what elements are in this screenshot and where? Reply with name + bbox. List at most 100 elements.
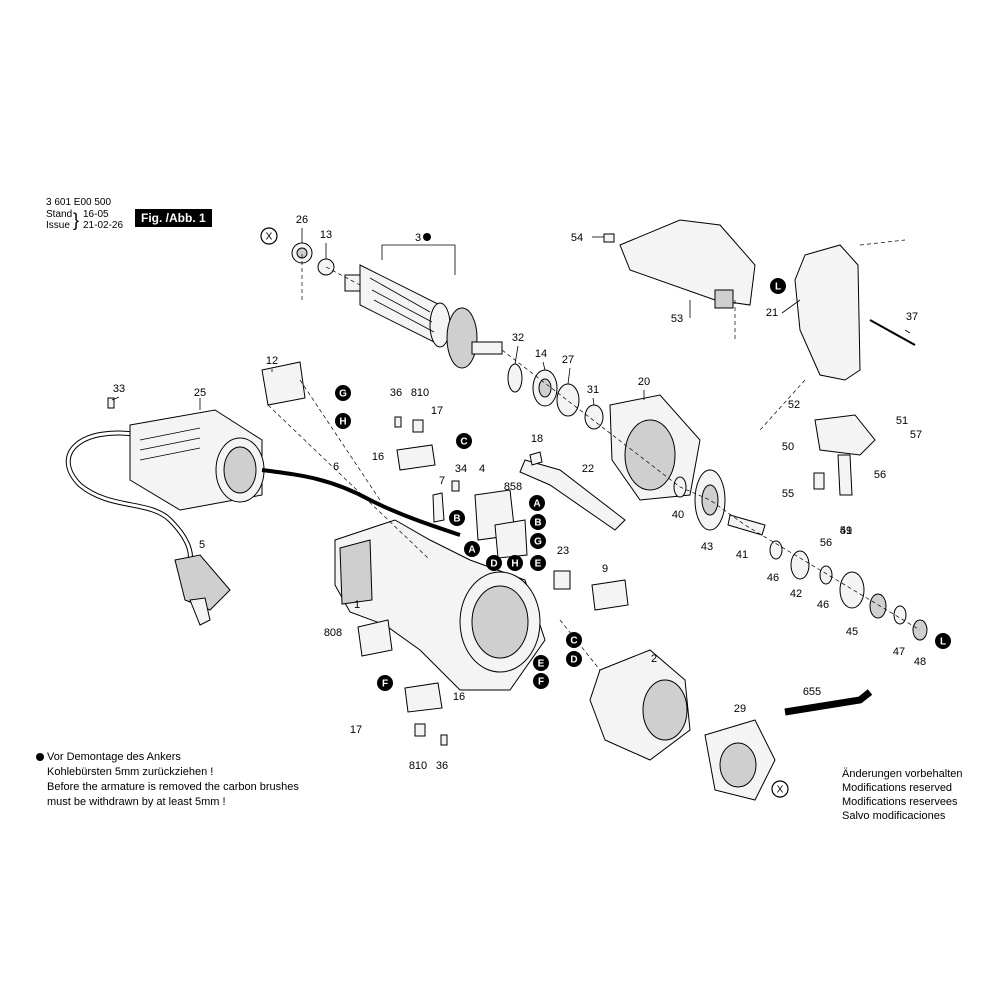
modifications-en: Modifications reserved [842,782,953,794]
clip-7 [432,492,445,523]
switch-858 [494,519,528,559]
marker-a-circle [464,541,480,557]
marker-f-circle [533,673,549,689]
part-label-36: 36 [390,387,402,399]
marker-d-letter: D [490,559,497,570]
label-808 [357,619,393,657]
marker-a-circle [529,495,545,511]
part-label-22: 22 [582,463,594,475]
issue-label: Issue [46,220,70,231]
ring-32 [507,363,523,393]
part-label-17: 17 [431,405,443,417]
marker-g-letter: G [534,537,542,548]
footnote-line-2: Kohlebürsten 5mm zurückziehen ! [47,766,214,778]
part-label-45: 45 [846,626,858,638]
part-label-27: 27 [562,354,574,366]
cable-6 [261,468,461,537]
part-label-34: 34 [455,463,467,475]
part-label-32: 32 [512,332,524,344]
part-label-810: 810 [409,760,427,772]
blade-guard-53 [619,219,756,309]
marker-c-letter: C [460,437,467,448]
marker-h-circle [335,413,351,429]
footnote-line-3: Before the armature is removed the carbo… [47,781,299,793]
part-label-46: 46 [817,599,829,611]
part-label-55: 55 [782,488,794,500]
marker-e-letter: E [535,559,542,570]
footnote-bullet [36,753,44,761]
part-label-5: 5 [199,539,205,551]
marker-h-letter: H [511,559,518,570]
part-label-50: 50 [782,441,794,453]
screw-54 [603,233,615,243]
spindle-41 [727,514,766,536]
part-label-17: 17 [350,724,362,736]
marker-x-letter: X [266,232,273,243]
part-label-2: 2 [651,653,657,665]
part-label-47: 47 [893,646,905,658]
part-label-808: 808 [324,627,342,639]
marker-d-circle [566,651,582,667]
marker-f-circle [377,675,393,691]
marker-a-letter: A [533,499,540,510]
part-label-858: 858 [504,481,522,493]
marker-l-letter: L [940,637,946,648]
modifications-fr: Modifications reservees [842,796,958,808]
marker-x-letter: X [777,785,784,796]
footnote: Vor Demontage des Ankers Kohlebürsten 5m… [47,750,299,810]
brace-glyph: } [73,210,80,230]
part-label-16: 16 [453,691,465,703]
part-label-9: 9 [602,563,608,575]
part-label-20: 20 [638,376,650,388]
hex-key-655 [784,689,873,716]
marker-b-circle [449,510,465,526]
part-label-13: 13 [320,229,332,241]
part-label-21: 21 [766,307,778,319]
part-label-810: 810 [411,387,429,399]
part-label-52: 52 [788,399,800,411]
marker-f-letter: F [382,679,388,690]
part-label-3: 3 [415,232,421,244]
part-label-51: 51 [840,525,852,537]
part-label-46: 46 [767,572,779,584]
part-label-41: 41 [736,549,748,561]
brush-holder-16-upper [396,444,436,471]
lock-50 [814,414,876,456]
part-label-18: 18 [531,433,543,445]
part-label-40: 40 [672,509,684,521]
part-label-57: 57 [910,429,922,441]
marker-l-letter: L [775,282,781,293]
modifications-es: Salvo modificaciones [842,810,946,822]
stand-value: 16-05 [83,209,109,220]
marker-e-letter: E [538,659,545,670]
marker-x-circle [771,780,789,798]
part-label-16: 16 [372,451,384,463]
marker-d-letter: D [570,655,577,666]
part-label-43: 43 [701,541,713,553]
washer-46a [769,540,783,560]
screw-36-upper [394,416,402,428]
part-label-54: 54 [571,232,583,244]
part-label-655: 655 [803,686,821,698]
marker-l-circle [935,633,951,649]
part-label-33: 33 [113,383,125,395]
part-label-31: 31 [587,384,599,396]
part-label-56: 56 [874,469,886,481]
carbon-brush-810-upper [412,419,424,433]
part-label-26: 26 [296,214,308,226]
marker-h-circle [507,555,523,571]
armature-3 [344,264,503,369]
sleeve-45 [839,571,865,609]
clutch-42 [790,550,810,580]
marker-d-circle [486,555,502,571]
motor-housing-25 [129,409,265,511]
brush-holder-16-lower [404,682,443,713]
issue-value: 21-02-26 [83,220,124,231]
washer-46b [819,565,833,585]
marker-b-circle [530,514,546,530]
washer-47 [893,605,907,625]
ring-27 [556,383,580,417]
plate-23 [553,570,571,590]
marker-g-circle [530,533,546,549]
